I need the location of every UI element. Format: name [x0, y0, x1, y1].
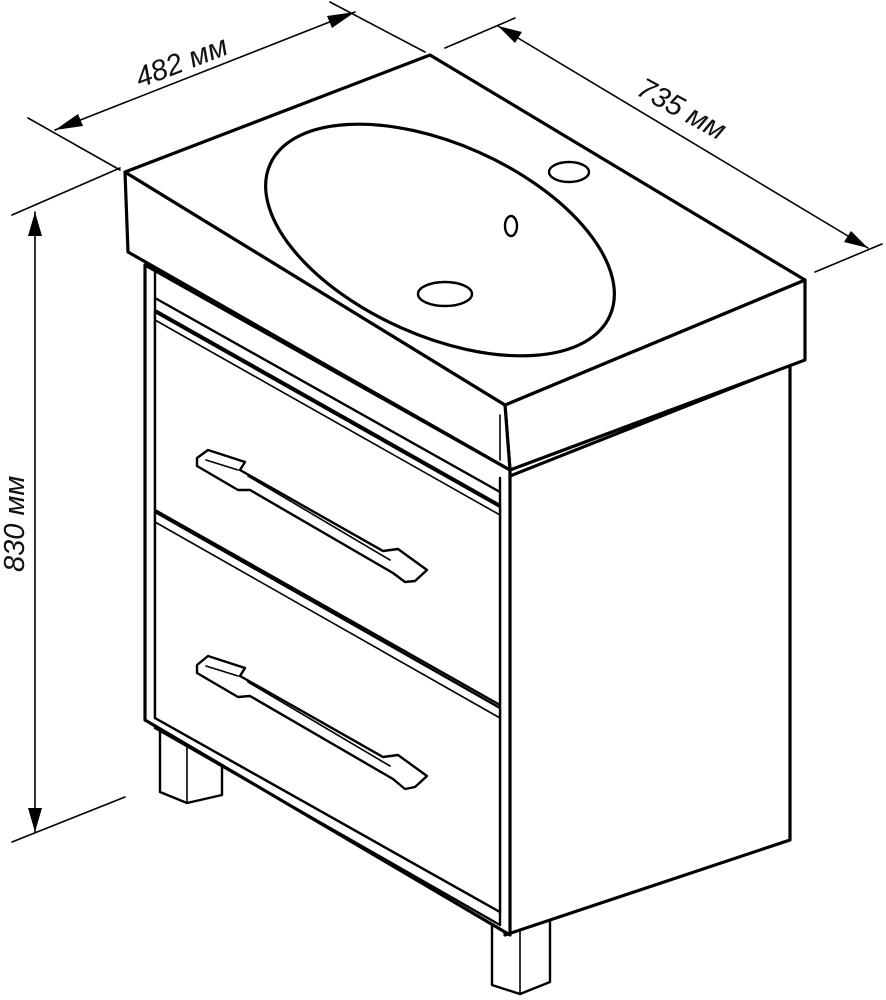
width-extension-line-right [329, 1, 426, 53]
height-label: 830 мм [0, 476, 31, 572]
lower-drawer[interactable] [153, 510, 502, 914]
width-dimension-line [54, 11, 356, 131]
overflow-hole [503, 214, 519, 238]
lower-handle-bevel-left [205, 665, 239, 677]
top-rail-line-2 [153, 308, 502, 507]
washbasin-countertop [123, 53, 807, 472]
upper-handle-bevel-bar [247, 475, 391, 561]
plinth-line-2 [153, 726, 502, 927]
depth-arrowhead-front [844, 231, 868, 248]
lower-drawer-handle[interactable] [195, 654, 429, 791]
lower-drawer-front[interactable] [153, 510, 502, 914]
upper-drawer-handle[interactable] [195, 448, 429, 584]
depth-extension-line-front [814, 243, 883, 273]
width-arrowhead-left [55, 114, 83, 130]
depth-dimension-line [497, 25, 869, 249]
basin-bowl [264, 122, 616, 358]
height-extension-line-bottom [11, 796, 126, 843]
upper-drawer[interactable] [153, 310, 502, 707]
depth-arrowhead-back [498, 26, 522, 43]
lower-drawer-top-edge [154, 521, 501, 719]
upper-drawer-top-edge [154, 319, 501, 516]
upper-drawer-front[interactable] [153, 310, 502, 707]
lower-handle-bevel-bar [247, 681, 391, 767]
height-arrowhead-bottom [28, 808, 42, 832]
width-extension-line-left [27, 117, 121, 171]
height-extension-line-top [11, 167, 121, 216]
basin-drain [416, 280, 474, 308]
top-rail-line-1 [153, 296, 502, 494]
height-dimension: 830 мм [0, 167, 126, 843]
upper-handle-bevel-left [205, 459, 239, 471]
depth-extension-line-back [444, 17, 516, 49]
height-arrowhead-top [28, 212, 42, 236]
width-label: 482 мм [131, 30, 232, 94]
width-arrowhead-right [327, 12, 355, 28]
tap-hole [547, 160, 591, 184]
